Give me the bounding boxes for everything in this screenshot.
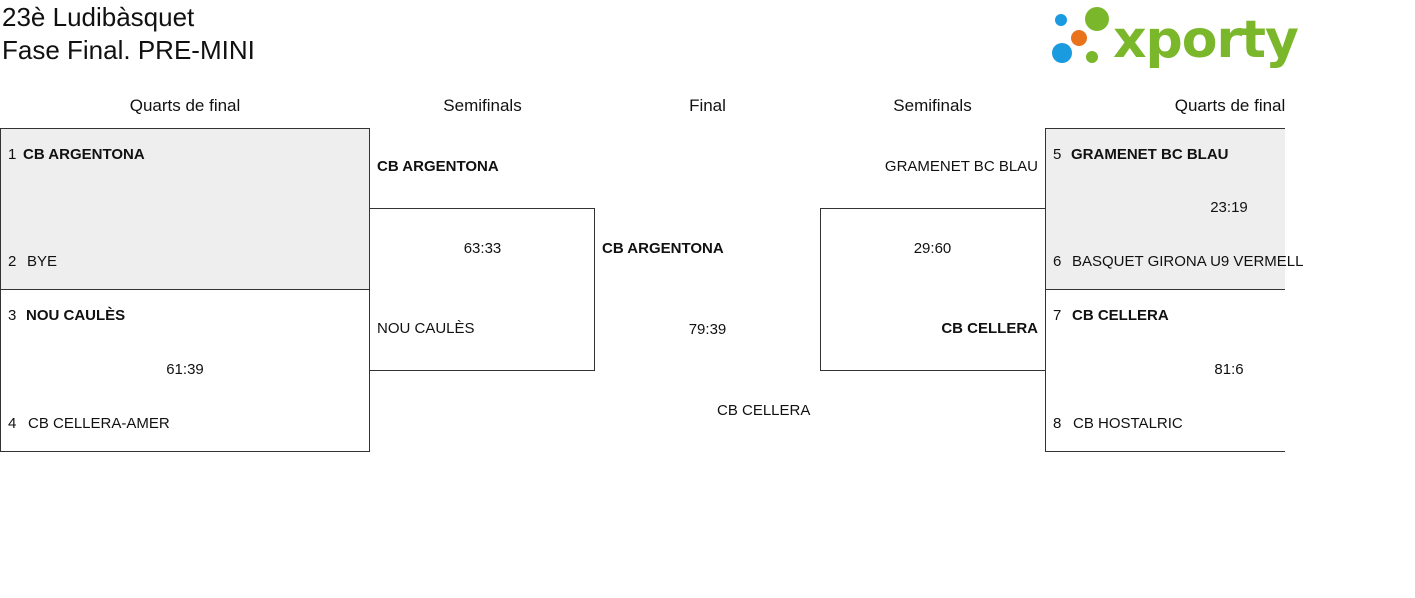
- seed-number: 7: [1053, 307, 1062, 324]
- match-score: 23:19: [1210, 199, 1248, 216]
- seed-number: 2: [8, 253, 17, 270]
- seed-number: 3: [8, 307, 17, 324]
- team-name[interactable]: CB CELLERA-AMER: [28, 415, 170, 432]
- team-name[interactable]: CB ARGENTONA: [23, 146, 145, 163]
- tournament-title: 23è Ludibàsquet: [2, 2, 195, 32]
- final-team-name[interactable]: CB CELLERA: [717, 402, 811, 419]
- team-name[interactable]: CB CELLERA: [1072, 307, 1169, 324]
- xporty-logo[interactable]: xporty: [1050, 2, 1299, 70]
- heading-semis-right: Semifinals: [893, 96, 972, 115]
- team-name[interactable]: NOU CAULÈS: [26, 307, 126, 324]
- seed-number: 8: [1053, 415, 1062, 432]
- match-score: 63:33: [463, 240, 502, 257]
- heading-quarters-right: Quarts de final: [1174, 96, 1286, 115]
- heading-quarters-left: Quarts de final: [129, 96, 241, 115]
- seed-number: 6: [1053, 253, 1062, 270]
- team-name[interactable]: GRAMENET BC BLAU: [1071, 146, 1229, 163]
- seed-number: 1: [8, 146, 17, 163]
- seed-number: 5: [1053, 146, 1062, 163]
- heading-final: Final: [689, 96, 726, 115]
- team-name[interactable]: CB ARGENTONA: [377, 158, 499, 175]
- quarterfinal-match-3[interactable]: [1045, 128, 1285, 290]
- seed-number: 4: [8, 415, 17, 432]
- semifinal-match-left[interactable]: [369, 208, 595, 371]
- team-name[interactable]: CB HOSTALRIC: [1073, 415, 1183, 432]
- phase-title: Fase Final. PRE-MINI: [2, 35, 255, 65]
- match-score: 61:39: [166, 361, 204, 378]
- team-name[interactable]: GRAMENET BC BLAU: [884, 158, 1038, 175]
- final-team-name[interactable]: CB ARGENTONA: [602, 240, 724, 257]
- logo-wordmark: xporty: [1113, 10, 1298, 70]
- team-name[interactable]: NOU CAULÈS: [377, 320, 475, 337]
- quarterfinal-match-4[interactable]: [1045, 289, 1285, 452]
- team-name[interactable]: CB CELLERA: [941, 320, 1038, 337]
- match-score: 81:6: [1214, 361, 1244, 378]
- heading-semis-left: Semifinals: [443, 96, 522, 115]
- team-name[interactable]: BASQUET GIRONA U9 VERMELL: [1072, 253, 1304, 270]
- quarterfinal-match-1[interactable]: [0, 128, 370, 290]
- semifinal-match-right[interactable]: [820, 208, 1046, 371]
- final-score: 79:39: [688, 321, 727, 338]
- match-score: 29:60: [913, 240, 952, 257]
- team-name[interactable]: BYE: [27, 253, 58, 270]
